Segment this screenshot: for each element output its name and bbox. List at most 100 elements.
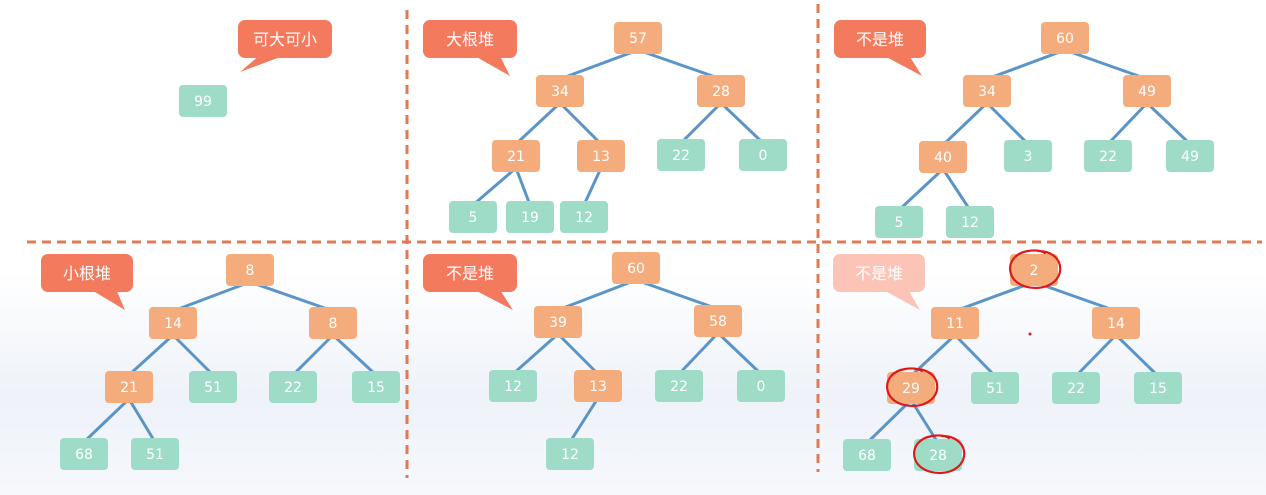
tree-node: 0 [739,139,787,171]
node-box [1041,22,1089,54]
node-box [179,85,227,117]
tree-node: 13 [577,140,625,172]
tree-node: 22 [655,370,703,402]
node-value: 58 [709,314,727,330]
node-value: 0 [759,148,768,164]
tree-node: 5 [875,206,923,238]
node-value: 0 [757,379,766,395]
tree-node: 99 [179,85,227,117]
node-value: 8 [246,263,255,279]
node-box [105,371,153,403]
tree-nodes: 99 [179,85,227,117]
node-value: 22 [284,380,302,396]
node-value: 21 [507,149,525,165]
label-callout: 大根堆 [423,20,517,76]
node-box [971,372,1019,404]
tree-edges [897,48,1192,212]
node-box [226,254,274,286]
callout-bubble [41,254,133,292]
tree-node: 12 [489,370,537,402]
tree-node: 39 [534,306,582,338]
tree-edge [582,166,603,207]
tree-node: 22 [1084,140,1132,172]
tree-node: 40 [919,141,967,173]
node-value: 51 [146,447,164,463]
panel-label: 不是堆 [446,264,494,283]
node-value: 34 [551,84,569,100]
node-value: 99 [194,94,212,110]
node-box [546,438,594,470]
tree-node: 58 [694,305,742,337]
tree-node: 13 [574,370,622,402]
node-box [60,438,108,470]
panel-label: 可大可小 [253,30,317,49]
node-value: 51 [204,380,222,396]
tree-edges [471,48,765,207]
node-value: 40 [934,150,952,166]
node-value: 49 [1181,149,1199,165]
tree-edge [556,332,600,376]
node-box [309,307,357,339]
node-value: 29 [902,381,920,397]
label-callout: 小根堆 [41,254,133,310]
node-box [694,305,742,337]
tree-edge [558,48,640,81]
node-value: 13 [589,379,607,395]
tree-edge [985,48,1067,81]
tree-node: 14 [149,307,197,339]
tree-edge [1145,101,1192,146]
tree-node: 3 [1004,140,1052,172]
callout-pointer [91,290,125,310]
tree-edge [568,396,600,444]
node-box [697,75,745,107]
node-box [574,370,622,402]
tree-edge [82,397,131,444]
tree-node: 28 [697,75,745,107]
callout-bubble [238,20,332,58]
panel-label: 不是堆 [855,264,903,283]
label-callout: 不是堆 [423,254,517,310]
tree-edge [248,280,335,313]
node-value: 22 [1099,149,1117,165]
callout-pointer [884,56,922,76]
node-value: 19 [521,210,539,226]
tree-edge [514,101,562,146]
tree-edge [719,101,765,145]
tree-edge [127,333,175,377]
node-value: 68 [858,448,876,464]
node-box [655,370,703,402]
node-box [149,307,197,339]
node-value: 14 [1107,316,1125,332]
tree-node: 34 [963,75,1011,107]
tree-node: 0 [737,370,785,402]
highlight-circle [1009,249,1062,290]
tree-node: 28 [913,434,966,475]
tree-edge [679,101,723,145]
node-value: 28 [929,448,947,464]
node-box [963,75,1011,107]
tree-edge [171,333,215,377]
node-box [189,371,237,403]
tree-node: 8 [226,254,274,286]
node-value: 5 [895,215,904,231]
node-value: 28 [712,84,730,100]
tree-node: 19 [506,201,554,233]
node-value: 60 [627,261,645,277]
tree-node: 22 [657,139,705,171]
node-value: 5 [469,210,478,226]
tree-edge [1106,101,1149,146]
node-value: 22 [1067,381,1085,397]
callout-bubble [423,254,517,292]
tree-edge [511,332,560,376]
node-value: 2 [1030,263,1039,279]
tree-edge [1114,333,1160,378]
tree-edge [127,397,157,444]
node-box [737,370,785,402]
callout-bubble [833,254,925,292]
node-box [131,438,179,470]
